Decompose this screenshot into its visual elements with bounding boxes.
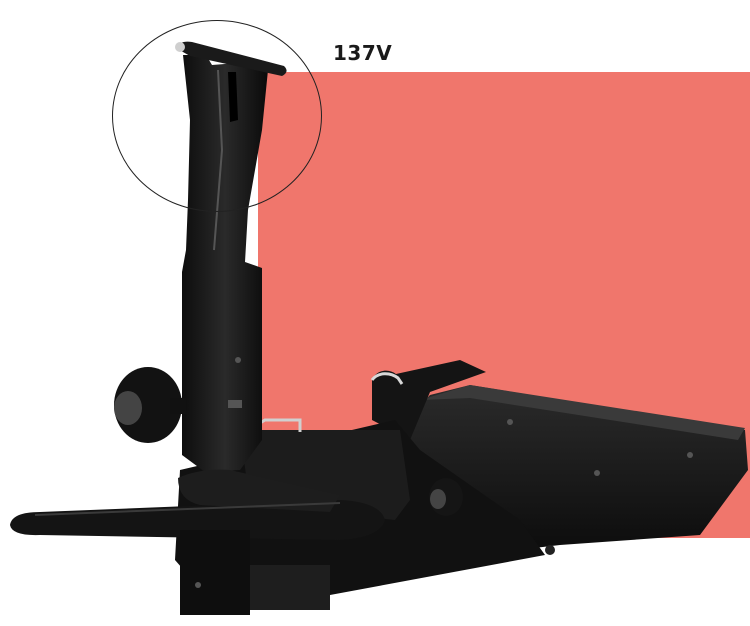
bottom-pillar-slats: [250, 565, 330, 610]
post-slot-lower: [228, 400, 242, 408]
bottom-hole: [195, 582, 201, 588]
bottom-pillar: [180, 530, 250, 615]
release-lever-grip: [178, 469, 340, 512]
base-hole: [507, 419, 513, 425]
base-plate-top-edge: [420, 385, 745, 440]
small-fastener: [545, 545, 555, 555]
adjust-knob-face: [114, 391, 142, 425]
release-lever: [10, 500, 385, 540]
release-lever-highlight: [34, 502, 341, 516]
lower-knob-face: [430, 489, 446, 509]
model-label: 137V: [333, 41, 393, 65]
callout-circle: [112, 20, 322, 212]
post-hole: [235, 357, 241, 363]
knob-shaft: [170, 398, 186, 414]
seat-rail-lip: [370, 372, 404, 385]
base-hole: [594, 470, 600, 476]
base-hole: [687, 452, 693, 458]
